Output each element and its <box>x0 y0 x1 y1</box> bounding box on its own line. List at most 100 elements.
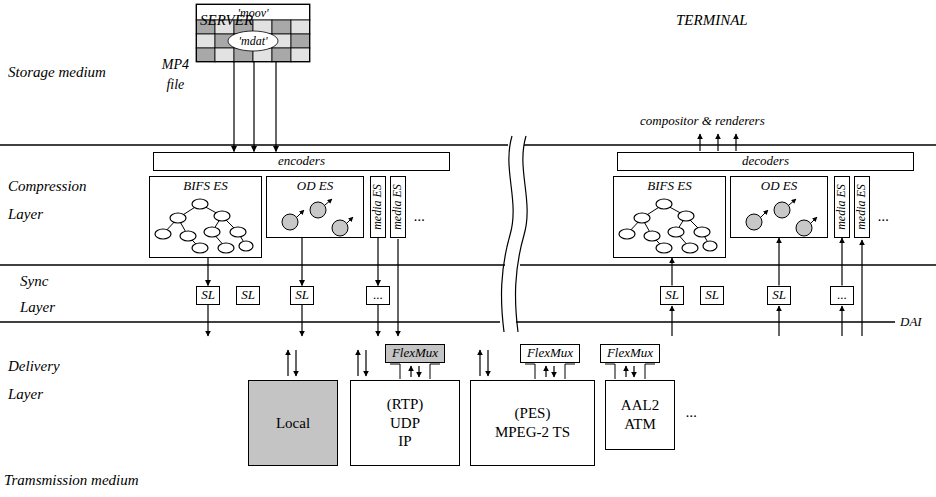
bifs-stream: BIFS ES <box>149 176 262 258</box>
media-stream: media ES <box>370 176 386 238</box>
flexmux-bracket <box>390 364 400 379</box>
od-circles-left <box>282 199 353 236</box>
layer-line <box>520 264 936 266</box>
node-label: SL <box>295 288 309 302</box>
output-label: compositor & renderers <box>640 113 765 128</box>
sl-box: ... <box>830 286 854 305</box>
od-stream: OD ES <box>266 176 364 238</box>
delivery-box: (RTP) UDP IP <box>350 380 460 466</box>
od-circles-right <box>746 199 817 236</box>
node-label: SL <box>241 288 255 302</box>
flow-arrow <box>397 239 398 336</box>
node-label: media ES <box>371 184 384 230</box>
scene-tree-left <box>155 199 253 253</box>
sl-box: SL <box>290 286 314 305</box>
flow-arrow <box>365 350 366 376</box>
flow-arrow <box>735 134 736 151</box>
media-stream: media ES <box>390 176 406 238</box>
node-label: Local <box>276 414 310 433</box>
flow-connector <box>841 238 842 286</box>
file-grid <box>272 48 291 62</box>
node-label: (RTP) UDP IP <box>387 395 424 451</box>
bifs-stream: BIFS ES <box>613 176 726 258</box>
node-label: FlexMux <box>607 346 653 360</box>
flow-arrow <box>633 366 634 377</box>
layer-line <box>0 321 500 323</box>
scene-tree-left <box>155 199 253 253</box>
flexmux-box: FlexMux <box>600 344 660 363</box>
flow-arrow <box>861 240 862 336</box>
flow-connector <box>377 238 378 286</box>
interface-label: DAI <box>900 314 922 329</box>
sl-box: SL <box>660 286 684 305</box>
layer-label: Tramsmission medium <box>4 472 139 489</box>
node-label: (PES) MPEG-2 TS <box>491 404 575 442</box>
flexmux-bracket <box>430 364 440 379</box>
layer-label: Storage medium <box>8 64 106 81</box>
node-label: encoders <box>278 154 325 168</box>
ellipsis: ... <box>686 404 697 421</box>
file-grid <box>272 20 291 34</box>
node-label: media ES <box>835 184 848 230</box>
column-heading: TERMINAL <box>676 12 748 29</box>
box-label: 'mdat' <box>197 34 309 48</box>
flow-connector <box>233 62 234 152</box>
od-circles-right <box>746 199 817 236</box>
flow-arrow <box>699 134 700 151</box>
flexmux-box: FlexMux <box>520 344 580 363</box>
break-mark <box>502 136 528 332</box>
flow-arrow <box>778 306 779 336</box>
file-grid <box>291 48 310 62</box>
file-grid <box>196 48 215 62</box>
sl-box: SL <box>700 286 724 305</box>
node-label: media ES <box>855 184 868 230</box>
flow-arrow <box>301 305 302 336</box>
layer-line <box>516 321 895 323</box>
node-label: FlexMux <box>527 346 573 360</box>
file-grid <box>196 4 310 62</box>
node-label: BIFS ES <box>150 177 261 193</box>
node-label: BIFS ES <box>614 177 725 193</box>
layer-line <box>524 144 936 146</box>
flow-arrow <box>625 366 626 377</box>
node-label: OD ES <box>731 177 827 193</box>
layer-line <box>0 145 936 322</box>
sl-box: SL <box>767 286 791 305</box>
od-stream: OD ES <box>730 176 828 238</box>
flow-arrow <box>671 306 672 336</box>
decoder-bar: decoders <box>617 152 914 171</box>
ellipsis: ... <box>878 208 889 225</box>
break-mark <box>516 136 528 332</box>
flexmux-box: FlexMux <box>385 344 445 363</box>
flow-arrow <box>553 366 554 377</box>
flow-arrow <box>377 305 378 336</box>
flexmux-bracket <box>525 364 535 379</box>
flow-arrow <box>487 350 488 376</box>
layer-label: Compression Layer <box>8 172 87 228</box>
scene-tree-right <box>619 199 717 253</box>
flow-arrow <box>841 306 842 336</box>
flow-arrow <box>479 350 480 376</box>
media-stream: media ES <box>854 176 870 238</box>
scene-tree-right <box>619 199 717 253</box>
flow-arrow <box>287 350 288 376</box>
flow-arrow <box>295 350 296 376</box>
flow-connector <box>301 238 302 286</box>
flow-connector <box>671 258 672 286</box>
delivery-box: AAL2 ATM <box>605 380 675 450</box>
flow-arrow <box>207 305 208 336</box>
flexmux-bracket <box>645 364 655 379</box>
encoder-bar: encoders <box>153 152 450 171</box>
node-label: SL <box>665 288 679 302</box>
ellipsis: ... <box>414 208 425 225</box>
node-label: SL <box>705 288 719 302</box>
node-label: media ES <box>391 184 404 230</box>
node-label: ... <box>373 288 383 302</box>
node-label: decoders <box>742 154 789 168</box>
file-grid <box>215 48 234 62</box>
flexmux-bracket <box>605 364 615 379</box>
flow-connector <box>275 62 276 152</box>
node-label: AAL2 ATM <box>621 396 659 434</box>
